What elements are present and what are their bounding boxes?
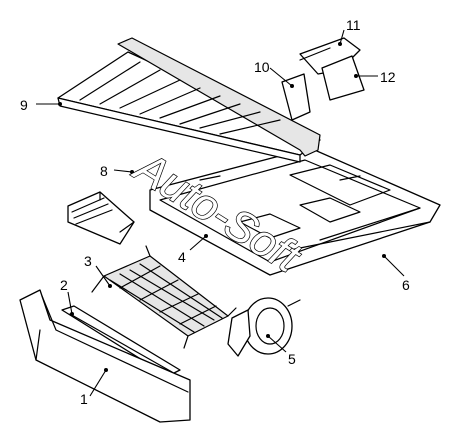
callout-3: 3 bbox=[84, 253, 92, 269]
floor-rail bbox=[61, 305, 181, 377]
floor-panel bbox=[149, 147, 441, 276]
trim-panels bbox=[281, 37, 365, 121]
callout-5: 5 bbox=[288, 351, 296, 367]
callout-12: 12 bbox=[380, 69, 396, 85]
load-cover bbox=[57, 37, 321, 163]
sill-trim bbox=[19, 289, 191, 423]
cargo-net bbox=[91, 245, 237, 349]
callout-2: 2 bbox=[60, 277, 68, 293]
leader-lines bbox=[36, 29, 405, 397]
speaker-unit bbox=[227, 297, 301, 357]
callout-11: 11 bbox=[346, 17, 361, 33]
callout-8: 8 bbox=[100, 163, 108, 179]
callout-1: 1 bbox=[80, 391, 88, 407]
callout-9: 9 bbox=[20, 97, 28, 113]
callout-4: 4 bbox=[178, 249, 186, 265]
callout-6: 6 bbox=[402, 277, 410, 293]
storage-tray bbox=[67, 191, 135, 245]
callout-10: 10 bbox=[254, 59, 270, 75]
